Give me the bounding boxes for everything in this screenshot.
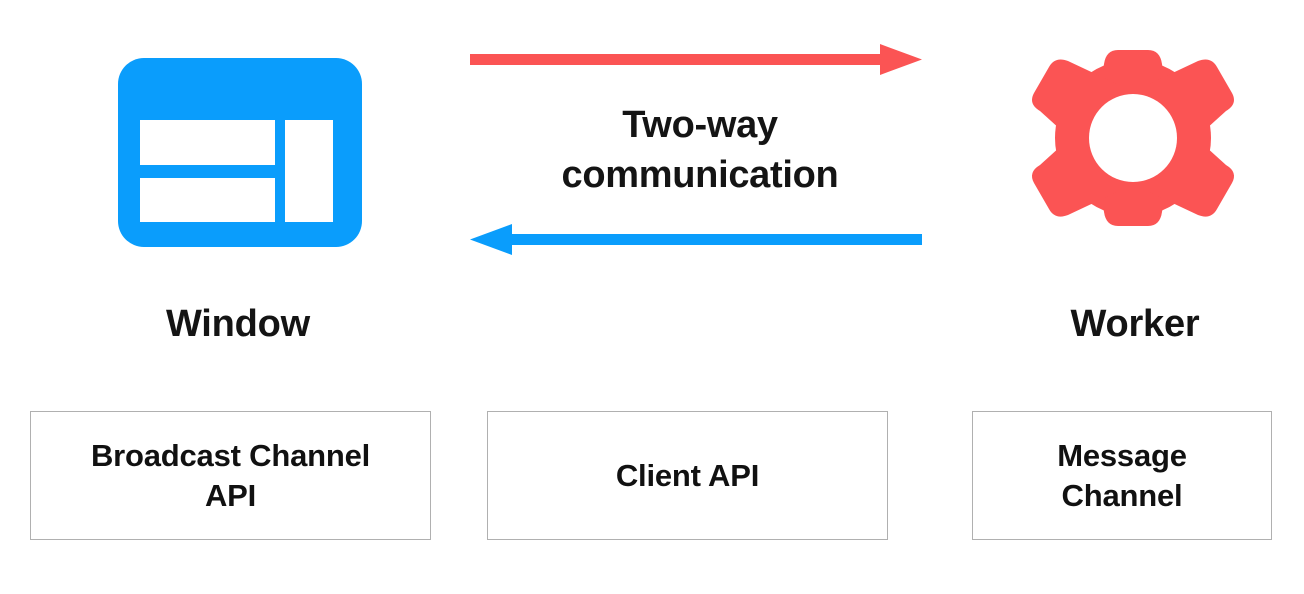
arrow-window-to-worker bbox=[470, 44, 922, 75]
caption-line-2: communication bbox=[561, 154, 839, 197]
api-box-line-2: API bbox=[204, 477, 257, 513]
api-box-broadcast-channel-api: Broadcast Channel API bbox=[30, 411, 431, 540]
api-box-line-1: Client API bbox=[615, 457, 760, 493]
api-box-message-channel: Message Channel bbox=[972, 411, 1272, 540]
api-box-broadcast-channel-api-label: Broadcast Channel API bbox=[91, 436, 370, 515]
api-box-line-1: Broadcast Channel bbox=[90, 437, 371, 473]
arrow-worker-to-window bbox=[470, 224, 922, 255]
gear-icon bbox=[1018, 28, 1248, 248]
window-pane-top-left bbox=[140, 120, 275, 165]
api-box-line-2: Channel bbox=[1061, 477, 1183, 513]
caption-line-1: Two-way bbox=[622, 104, 778, 146]
api-box-line-1: Message bbox=[1057, 437, 1187, 473]
api-box-client-api: Client API bbox=[487, 411, 888, 540]
window-pane-bottom-left bbox=[140, 178, 275, 222]
window-pane-right bbox=[285, 120, 333, 222]
node-label-window: Window bbox=[165, 303, 311, 345]
node-label-worker: Worker bbox=[1070, 303, 1200, 345]
api-box-message-channel-label: Message Channel bbox=[1057, 436, 1187, 515]
browser-window-icon bbox=[118, 58, 362, 247]
communication-caption: Two-way communication bbox=[480, 100, 920, 200]
api-box-client-api-label: Client API bbox=[616, 456, 759, 496]
